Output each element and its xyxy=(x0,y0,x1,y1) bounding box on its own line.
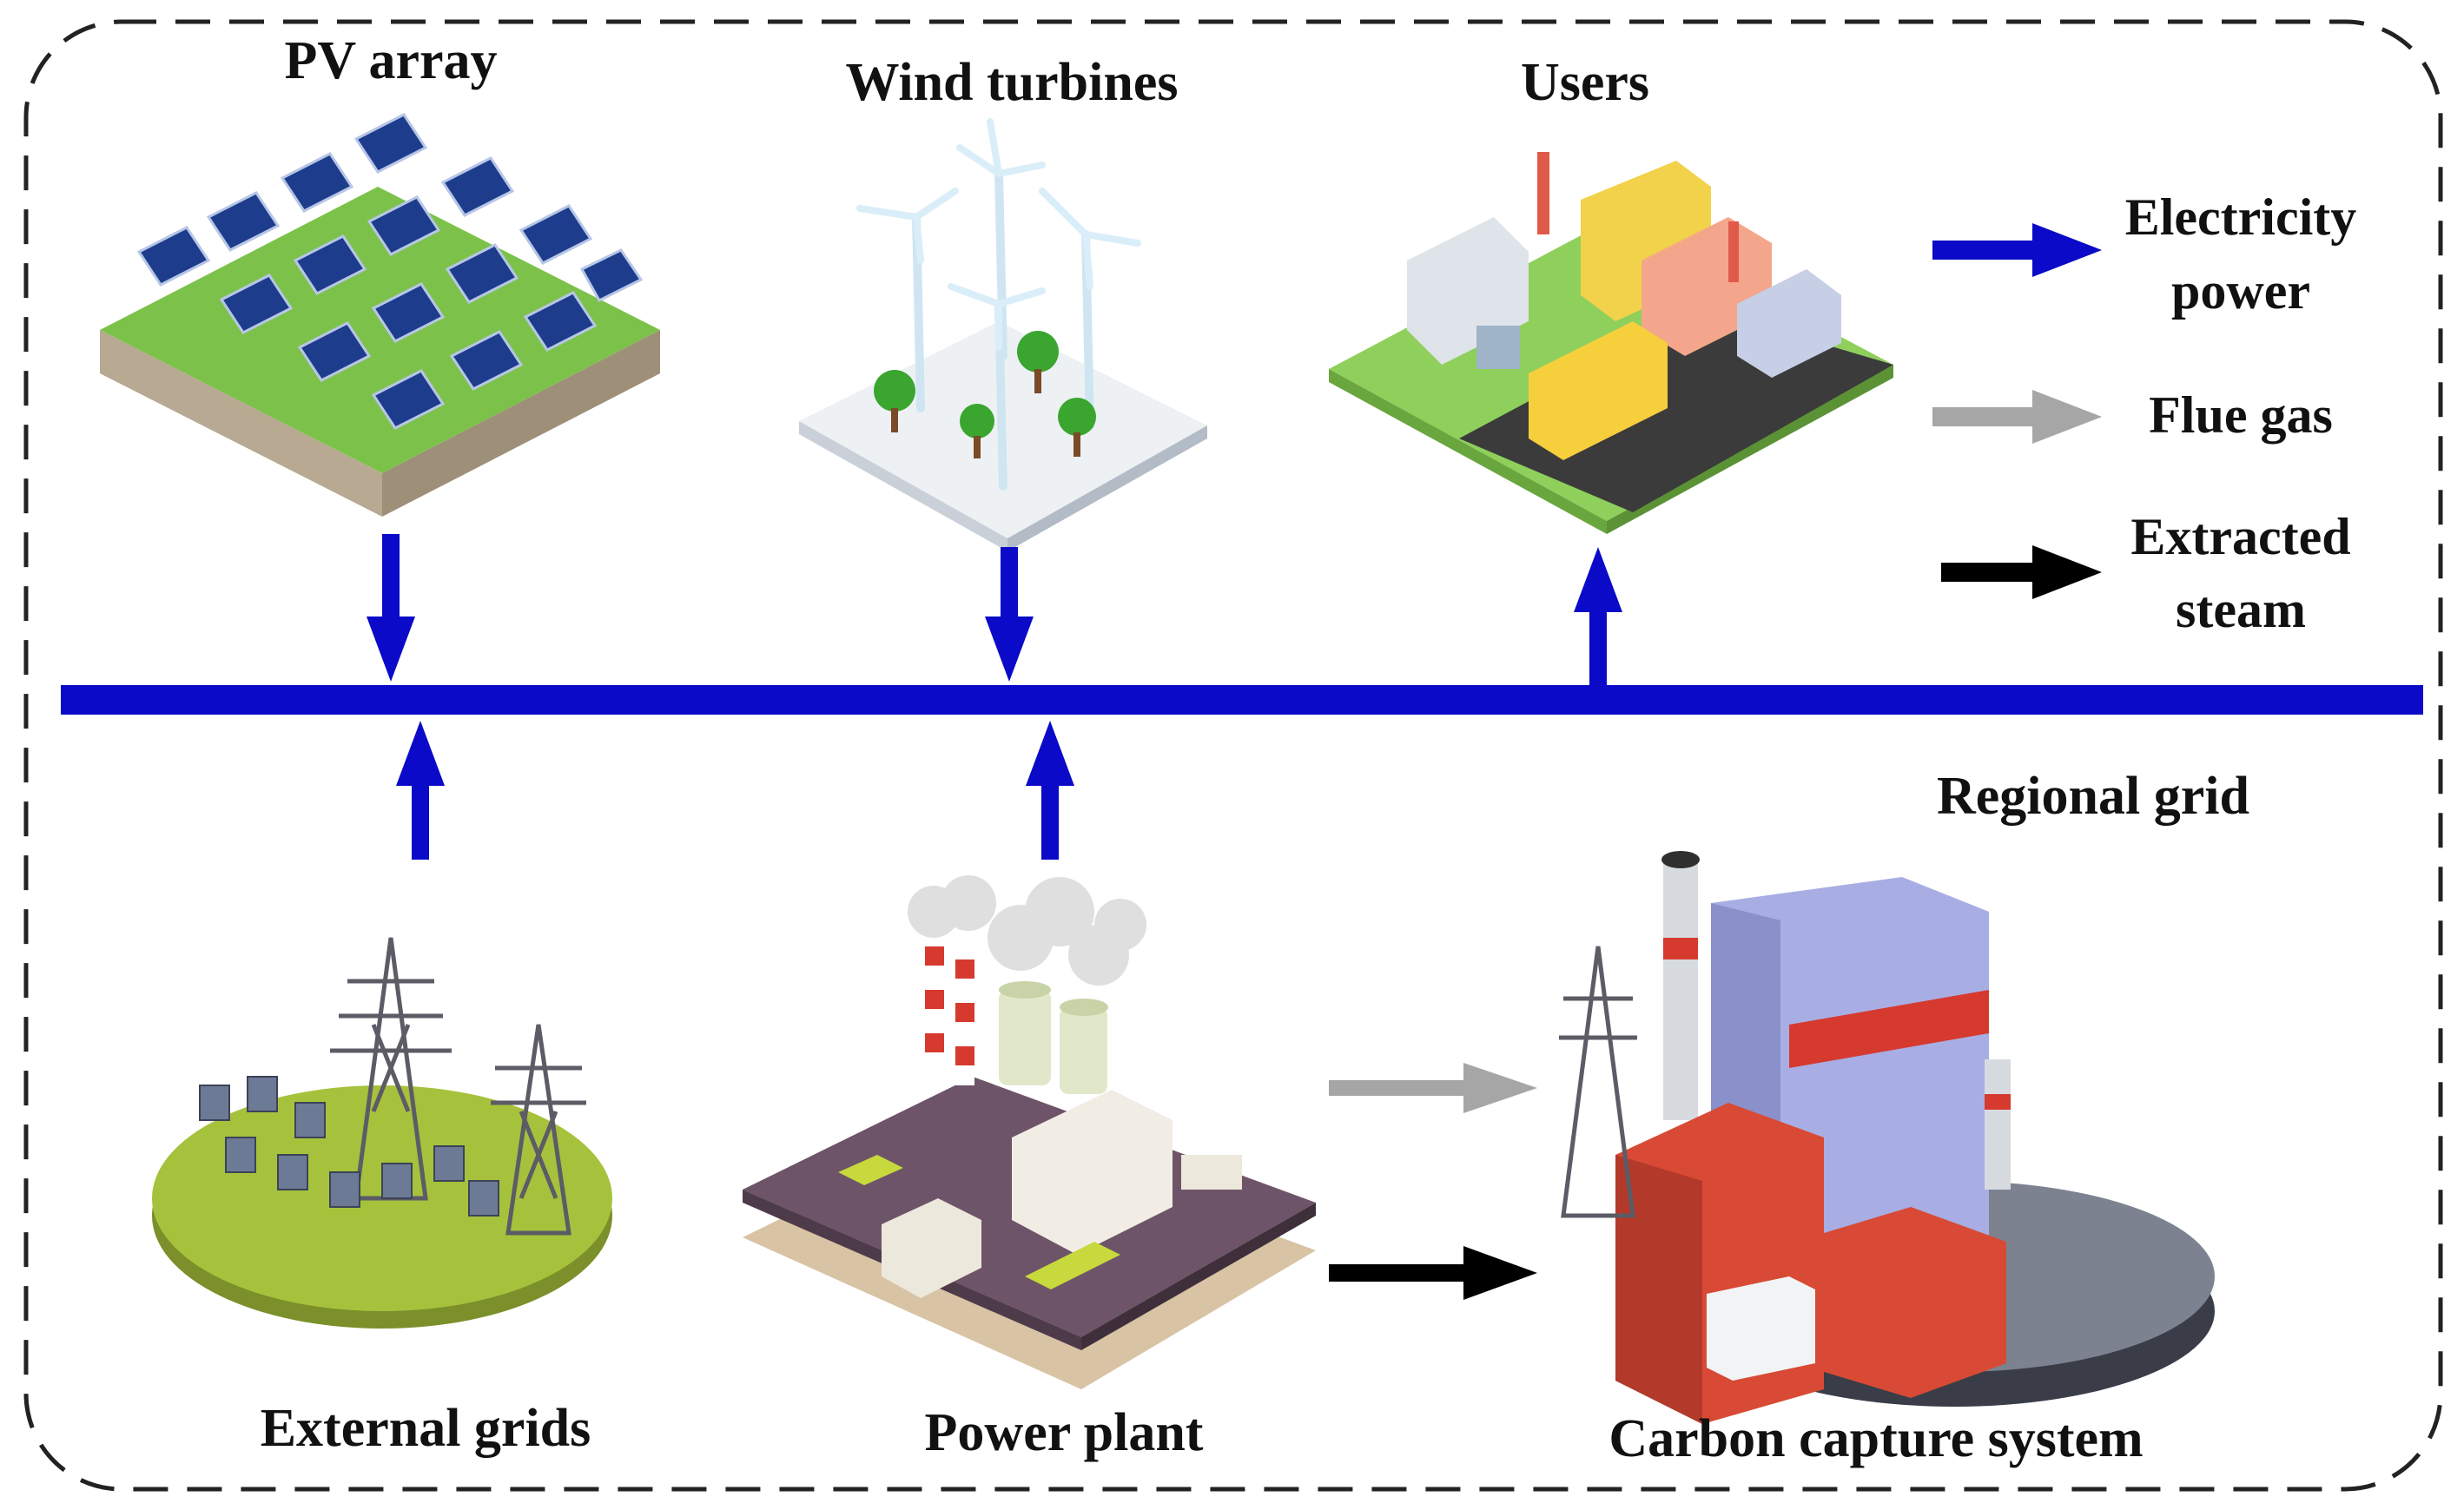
arrow-pv-to-grid xyxy=(382,534,400,621)
extracted-steam-arrow xyxy=(1329,1246,1537,1300)
legend-electricity-arrow xyxy=(1932,223,2102,277)
legend: Electricity power Flue gas Extracted ste… xyxy=(1932,188,2356,638)
substation-pylons-icon xyxy=(152,937,612,1329)
legend-electricity-label-1: Electricity xyxy=(2125,188,2357,246)
arrow-external-to-grid xyxy=(412,781,429,860)
legend-steam-label-1: Extracted xyxy=(2130,508,2350,565)
arrow-plant-to-grid xyxy=(1041,781,1059,860)
dashed-border xyxy=(23,19,2443,1492)
flue-gas-arrow xyxy=(1329,1063,1537,1113)
electricity-flow-arrows xyxy=(367,534,1622,860)
power-plant-cooling-tower-icon xyxy=(743,875,1316,1389)
wind-turbine-icon xyxy=(799,118,1207,551)
legend-flue-gas-label: Flue gas xyxy=(2149,386,2333,444)
users-label: Users xyxy=(1521,53,1649,112)
regional-grid-label: Regional grid xyxy=(1937,767,2249,826)
external-grids-label: External grids xyxy=(261,1399,591,1458)
legend-electricity-label-2: power xyxy=(2171,262,2310,320)
city-buildings-icon xyxy=(1329,152,1893,534)
legend-steam-label-2: steam xyxy=(2176,581,2306,638)
regional-grid-bus xyxy=(61,685,2423,715)
arrow-wind-to-grid xyxy=(1001,547,1018,621)
power-plant-label: Power plant xyxy=(925,1403,1204,1462)
pv-array-label: PV array xyxy=(284,31,497,90)
arrow-grid-to-users xyxy=(1589,608,1607,690)
carbon-capture-label: Carbon capture system xyxy=(1609,1409,2143,1468)
legend-steam-arrow xyxy=(1941,545,2102,599)
solar-panel-field-icon xyxy=(100,113,660,517)
wind-turbines-label: Wind turbines xyxy=(845,53,1178,112)
legend-flue-gas-arrow xyxy=(1932,390,2102,444)
carbon-capture-factory-icon xyxy=(1559,851,2215,1424)
